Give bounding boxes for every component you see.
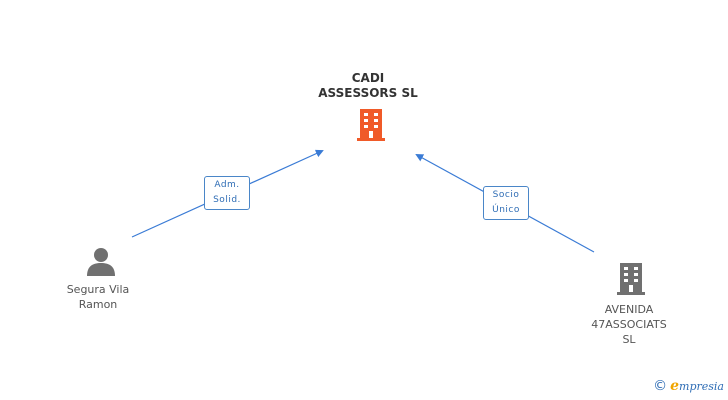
copyright-icon: ©	[653, 378, 668, 394]
person-icon[interactable]	[86, 246, 116, 276]
brand-logo: empresia	[670, 378, 724, 394]
building-icon[interactable]	[616, 262, 646, 296]
edge-label-socio-unico: Socio Único	[483, 186, 529, 220]
edge-label-adm-solid: Adm. Solid.	[204, 176, 250, 210]
person-label[interactable]: Segura Vila Ramon	[66, 283, 130, 311]
main-company-label[interactable]: CADI ASSESSORS SL	[318, 71, 418, 100]
company-label[interactable]: AVENIDA 47ASSOCIATS SL	[591, 303, 667, 346]
building-icon[interactable]	[355, 108, 387, 142]
footer-brand: © empresia	[653, 378, 724, 394]
